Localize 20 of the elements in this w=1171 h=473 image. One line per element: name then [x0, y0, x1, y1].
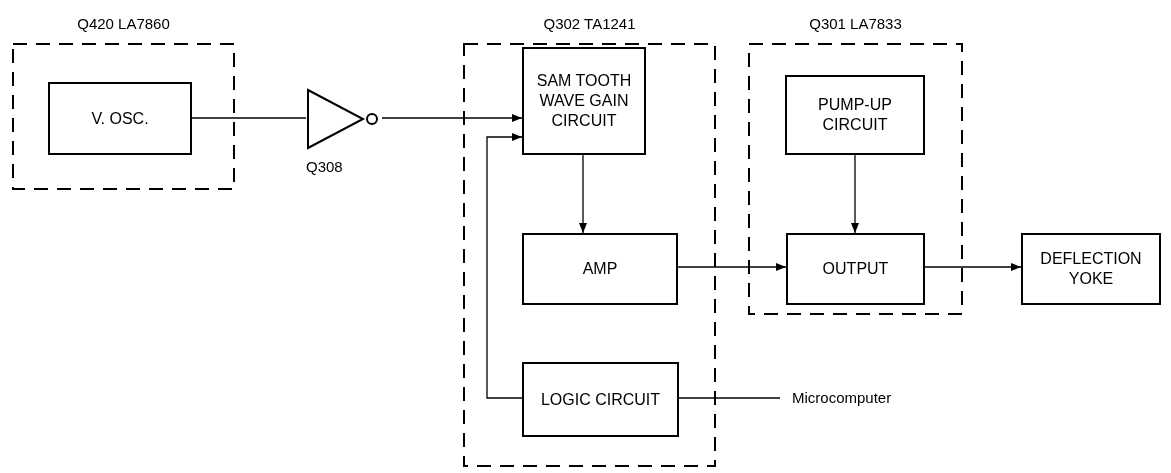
arrow: [381, 114, 523, 122]
arrow: [924, 263, 1022, 271]
arrow: [677, 263, 787, 271]
connector-line: [191, 117, 307, 119]
external-label: Microcomputer: [780, 386, 930, 410]
group-title: Q301 LA7833: [809, 14, 902, 34]
connector-line: [678, 397, 781, 399]
process-box: DEFLECTION YOKE: [1021, 233, 1161, 305]
arrow: [579, 154, 587, 234]
process-box: V. OSC.: [48, 82, 192, 155]
process-box: OUTPUT: [786, 233, 925, 305]
process-box: PUMP-UP CIRCUIT: [785, 75, 925, 155]
group-title: Q302 TA1241: [543, 14, 636, 34]
process-box: AMP: [522, 233, 678, 305]
arrow: [851, 154, 859, 234]
arrow: [486, 133, 523, 399]
component-label: Q308: [306, 157, 343, 177]
process-box: SAM TOOTH WAVE GAIN CIRCUIT: [522, 47, 646, 155]
group-title: Q420 LA7860: [77, 14, 170, 34]
process-box: LOGIC CIRCUIT: [522, 362, 679, 437]
